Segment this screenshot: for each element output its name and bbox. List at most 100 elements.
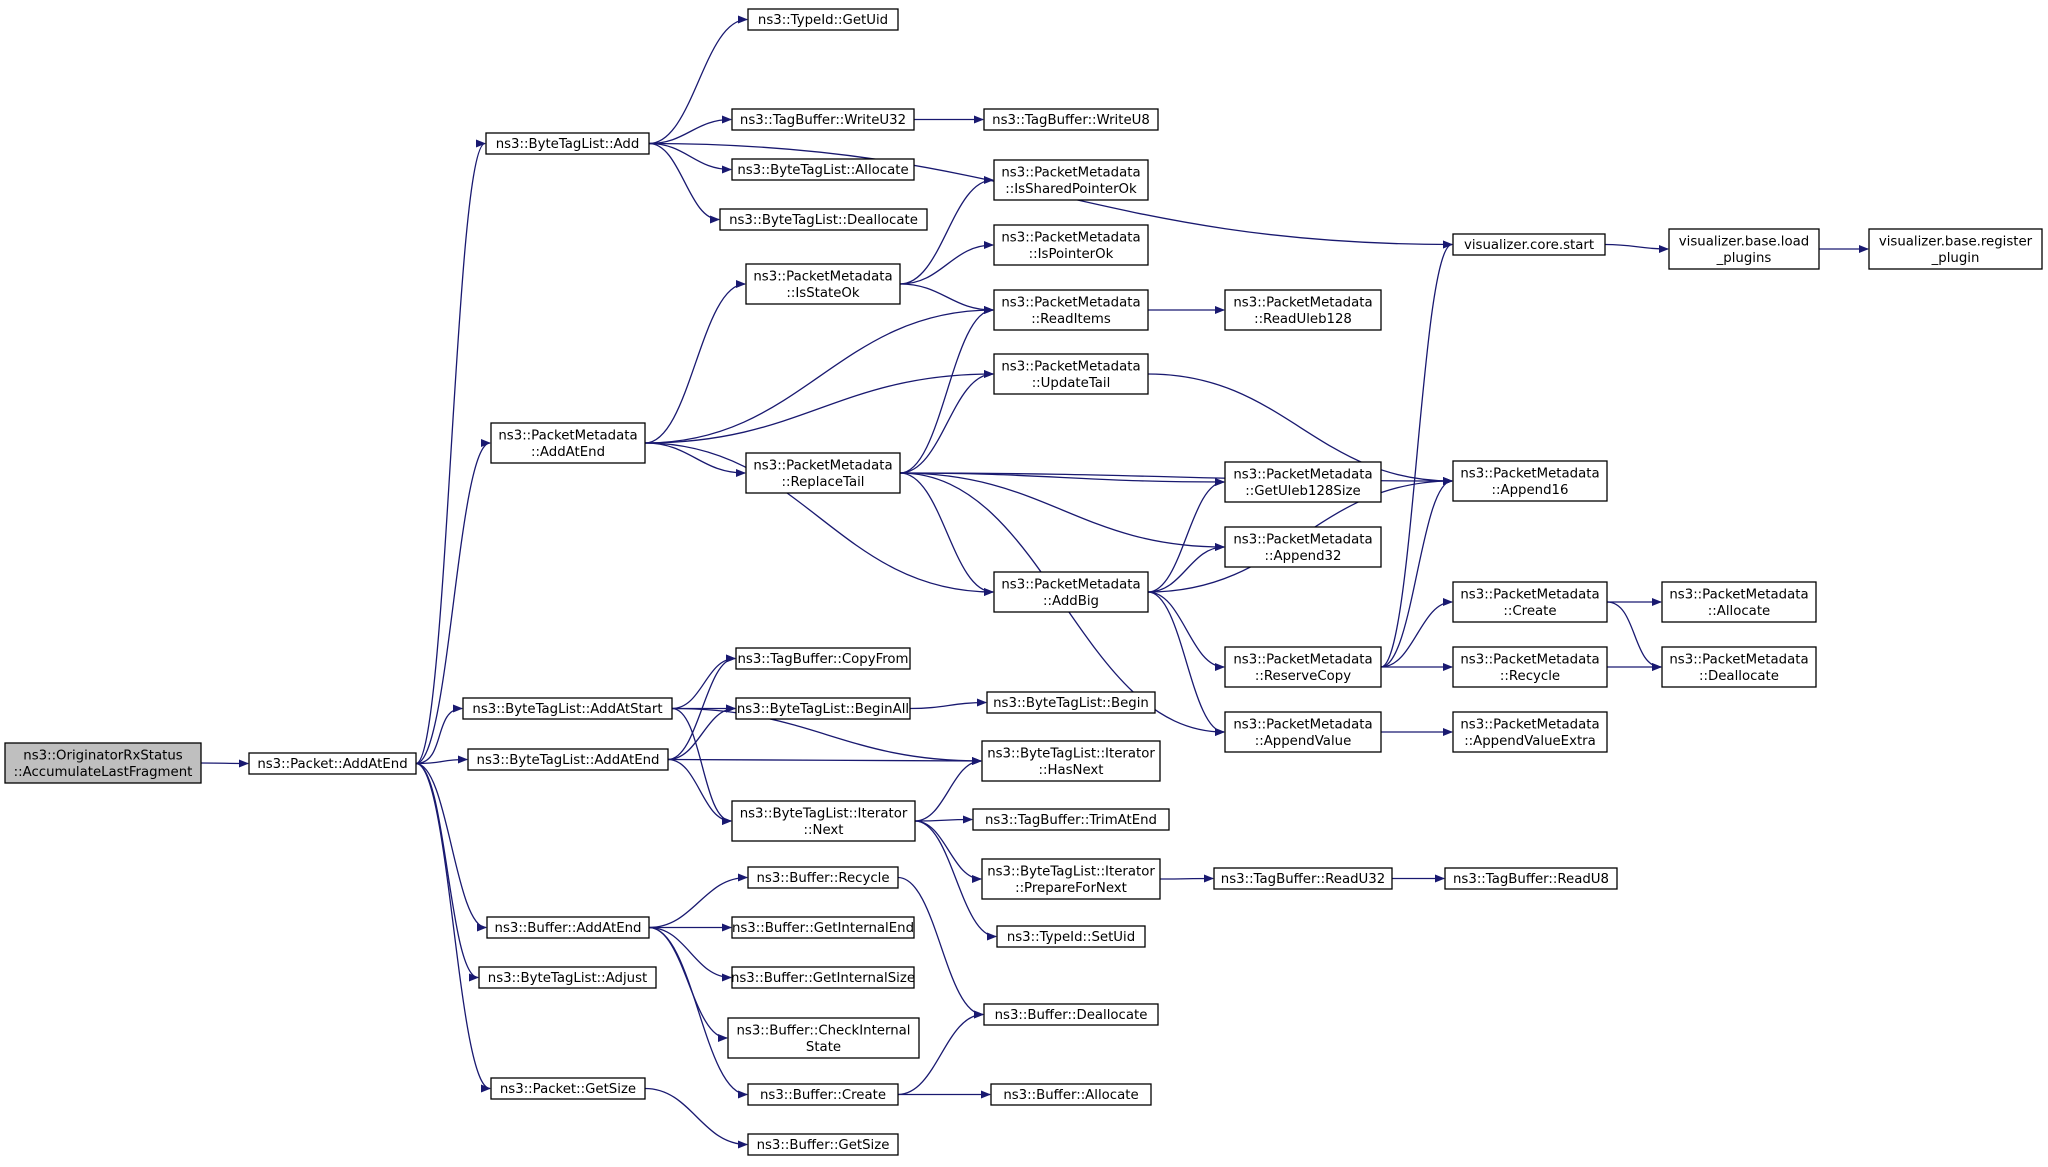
node-label: ::ReadItems — [1031, 312, 1111, 327]
node-label: ::PrepareForNext — [1015, 881, 1127, 896]
node-btl-deallocate[interactable]: ns3::ByteTagList::Deallocate — [719, 208, 928, 231]
node-box — [478, 966, 657, 989]
edge-pm_addatend-to-pm_addbig — [644, 442, 994, 596]
node-label: ns3::TypeId::GetUid — [758, 13, 888, 28]
node-vis-core-start[interactable]: visualizer.core.start — [1452, 233, 1606, 256]
node-buf-getinternalend[interactable]: ns3::Buffer::GetInternalEnd — [731, 916, 915, 939]
node-pm-reservecopy[interactable]: ns3::PacketMetadata::ReserveCopy — [1224, 646, 1382, 688]
node-pm-addatend[interactable]: ns3::PacketMetadata::AddAtEnd — [490, 422, 646, 464]
edge-btli_next-to-btli_hasnext — [914, 757, 982, 822]
node-btl-beginall[interactable]: ns3::ByteTagList::BeginAll — [735, 697, 911, 720]
node-tb-copyfrom[interactable]: ns3::TagBuffer::CopyFrom — [735, 647, 911, 670]
edge-pm_reservecopy-to-vis_core_start — [1380, 240, 1453, 668]
node-label: visualizer.base.load — [1679, 234, 1809, 249]
node-buf-recycle[interactable]: ns3::Buffer::Recycle — [747, 866, 899, 889]
node-pm-updatetail[interactable]: ns3::PacketMetadata::UpdateTail — [993, 353, 1149, 395]
node-label: ns3::Buffer::AddAtEnd — [495, 921, 642, 936]
node-pm-appendvalue[interactable]: ns3::PacketMetadata::AppendValue — [1224, 711, 1382, 753]
node-btl-adjust[interactable]: ns3::ByteTagList::Adjust — [478, 966, 657, 989]
node-pm-create[interactable]: ns3::PacketMetadata::Create — [1452, 581, 1608, 623]
node-box — [1452, 233, 1606, 256]
node-box — [1661, 581, 1817, 623]
edge-pkt_addatend-to-btl_addatstart — [415, 704, 463, 765]
node-pkt-getsize[interactable]: ns3::Packet::GetSize — [490, 1077, 646, 1100]
node-label: ns3::ByteTagList::AddAtStart — [472, 702, 662, 717]
edge-btli_next-to-btli_prepare — [914, 820, 982, 883]
node-btli-prepare[interactable]: ns3::ByteTagList::Iterator::PrepareForNe… — [981, 858, 1161, 900]
node-label: ns3::PacketMetadata — [1001, 359, 1140, 374]
node-label: ns3::PacketMetadata — [1669, 652, 1808, 667]
node-label: visualizer.base.register — [1879, 234, 2033, 249]
node-pm-addbig[interactable]: ns3::PacketMetadata::AddBig — [993, 571, 1149, 613]
node-layer: ns3::OriginatorRxStatus::AccumulateLastF… — [4, 8, 2043, 1156]
node-pm-getuleb128size[interactable]: ns3::PacketMetadata::GetUleb128Size — [1224, 461, 1382, 503]
node-tb-readu8[interactable]: ns3::TagBuffer::ReadU8 — [1444, 867, 1618, 890]
node-box — [1868, 228, 2043, 270]
node-pm-readuleb128[interactable]: ns3::PacketMetadata::ReadUleb128 — [1224, 289, 1382, 331]
node-label: ns3::ByteTagList::Begin — [993, 696, 1149, 711]
node-box — [1452, 460, 1608, 502]
node-pm-readitems[interactable]: ns3::PacketMetadata::ReadItems — [993, 289, 1149, 331]
node-label: ns3::Buffer::Allocate — [1003, 1088, 1138, 1103]
node-label: ns3::PacketMetadata — [1460, 466, 1599, 481]
edge-pm_replacetail-to-pm_updatetail — [899, 370, 994, 474]
edge-pm_updatetail-to-pm_append16 — [1147, 373, 1453, 485]
node-label: ::HasNext — [1038, 763, 1103, 778]
node-tb-trimatend[interactable]: ns3::TagBuffer::TrimAtEnd — [972, 808, 1170, 831]
node-pm-recycle[interactable]: ns3::PacketMetadata::Recycle — [1452, 646, 1608, 688]
edge-buf_addatend-to-buf_recycle — [648, 873, 748, 929]
node-label: ns3::PacketMetadata — [1233, 467, 1372, 482]
node-box — [747, 1083, 899, 1106]
node-btl-addatstart[interactable]: ns3::ByteTagList::AddAtStart — [462, 697, 673, 720]
node-root[interactable]: ns3::OriginatorRxStatus::AccumulateLastF… — [4, 742, 202, 784]
node-label: ::Allocate — [1708, 604, 1770, 619]
node-label: ns3::PacketMetadata — [1233, 532, 1372, 547]
node-box — [735, 647, 911, 670]
node-pm-append16[interactable]: ns3::PacketMetadata::Append16 — [1452, 460, 1608, 502]
node-typeid-getuid[interactable]: ns3::TypeId::GetUid — [747, 8, 899, 31]
node-pm-ispointerok[interactable]: ns3::PacketMetadata::IsPointerOk — [993, 224, 1149, 266]
node-pm-deallocate[interactable]: ns3::PacketMetadata::Deallocate — [1661, 646, 1817, 688]
node-label: ns3::TagBuffer::TrimAtEnd — [985, 813, 1157, 828]
node-btl-addatend[interactable]: ns3::ByteTagList::AddAtEnd — [467, 748, 669, 771]
node-buf-create[interactable]: ns3::Buffer::Create — [747, 1083, 899, 1106]
node-box — [490, 422, 646, 464]
node-tb-writeu8[interactable]: ns3::TagBuffer::WriteU8 — [983, 108, 1159, 131]
node-label: ::GetUleb128Size — [1245, 484, 1360, 499]
node-btl-allocate[interactable]: ns3::ByteTagList::Allocate — [731, 158, 915, 181]
node-btli-next[interactable]: ns3::ByteTagList::Iterator::Next — [731, 800, 916, 842]
node-btl-begin[interactable]: ns3::ByteTagList::Begin — [986, 691, 1156, 714]
node-buf-deallocate[interactable]: ns3::Buffer::Deallocate — [983, 1003, 1159, 1026]
node-buf-getsize[interactable]: ns3::Buffer::GetSize — [747, 1133, 899, 1156]
edge-btl_addatend-to-btli_next — [667, 758, 732, 825]
edge-pm_addbig-to-pm_getuleb128size — [1147, 478, 1225, 593]
node-label: ns3::PacketMetadata — [1669, 587, 1808, 602]
node-box — [467, 748, 669, 771]
node-box — [1452, 646, 1608, 688]
node-buf-addatend[interactable]: ns3::Buffer::AddAtEnd — [486, 916, 650, 939]
node-box — [731, 966, 915, 989]
node-pm-isstateok[interactable]: ns3::PacketMetadata::IsStateOk — [745, 263, 901, 305]
node-vis-base-load[interactable]: visualizer.base.load_plugins — [1668, 228, 1820, 270]
node-tb-readu32[interactable]: ns3::TagBuffer::ReadU32 — [1213, 867, 1393, 890]
node-box — [996, 925, 1146, 948]
node-pm-issharedpointerok[interactable]: ns3::PacketMetadata::IsSharedPointerOk — [993, 159, 1149, 201]
node-label: ::Deallocate — [1699, 669, 1779, 684]
node-pm-replacetail[interactable]: ns3::PacketMetadata::ReplaceTail — [745, 452, 901, 494]
node-btli-hasnext[interactable]: ns3::ByteTagList::Iterator::HasNext — [981, 740, 1161, 782]
node-label: ns3::ByteTagList::Iterator — [987, 864, 1155, 879]
edge-btli_next-to-typeid_setuid — [914, 820, 997, 941]
node-box — [1224, 711, 1382, 753]
node-typeid-setuid[interactable]: ns3::TypeId::SetUid — [996, 925, 1146, 948]
node-pm-append32[interactable]: ns3::PacketMetadata::Append32 — [1224, 526, 1382, 568]
node-pkt-addatend[interactable]: ns3::Packet::AddAtEnd — [248, 752, 417, 775]
node-tb-writeu32[interactable]: ns3::TagBuffer::WriteU32 — [731, 108, 915, 131]
node-buf-getinternalsize[interactable]: ns3::Buffer::GetInternalSize — [731, 966, 915, 989]
node-label: ns3::Buffer::Create — [760, 1088, 886, 1103]
node-pm-allocate[interactable]: ns3::PacketMetadata::Allocate — [1661, 581, 1817, 623]
node-vis-base-register[interactable]: visualizer.base.register_plugin — [1868, 228, 2043, 270]
node-btl-add[interactable]: ns3::ByteTagList::Add — [485, 132, 650, 155]
node-buf-allocate[interactable]: ns3::Buffer::Allocate — [990, 1083, 1152, 1106]
node-pm-appendvalueextra[interactable]: ns3::PacketMetadata::AppendValueExtra — [1452, 711, 1608, 753]
